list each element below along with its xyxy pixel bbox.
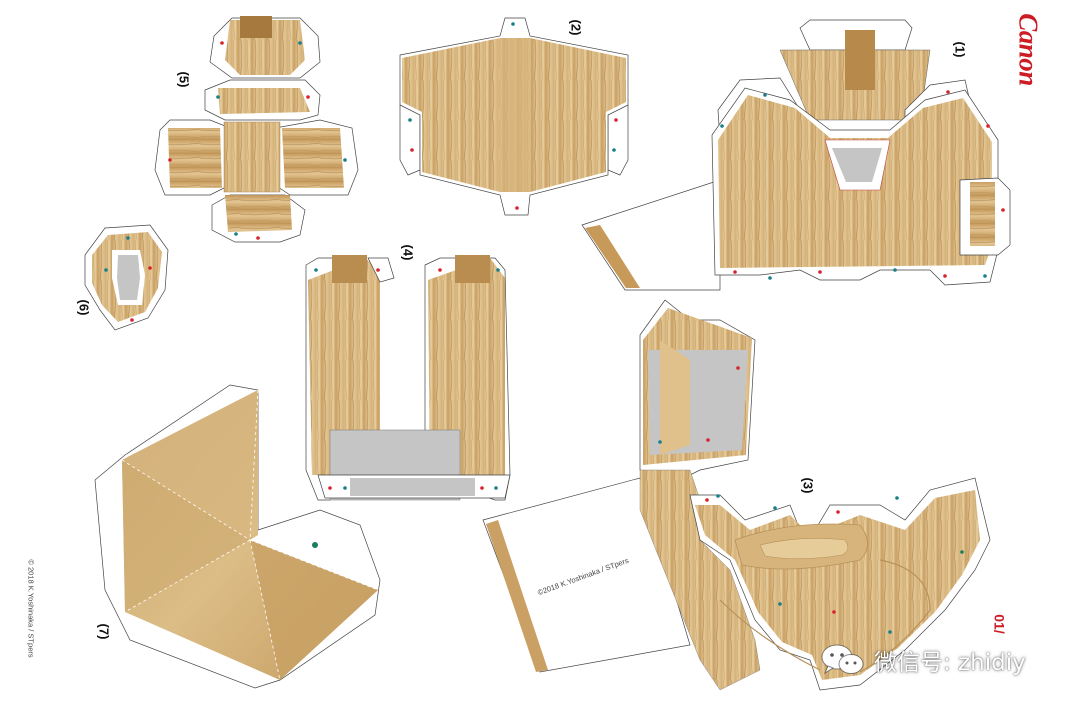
part-1 (581, 19, 1011, 291)
brand-logo: Canon (1013, 13, 1044, 86)
part-6 (84, 224, 169, 331)
part-label-5: (5) (176, 71, 192, 88)
part-label-6: (6) (76, 299, 92, 316)
part-label-2: (2) (568, 19, 584, 36)
part-label-4: (4) (400, 244, 416, 261)
part-3 (482, 299, 991, 691)
page-number: 01/ (991, 614, 1008, 634)
wechat-icon (820, 643, 866, 677)
part-2 (399, 17, 629, 216)
watermark: 微信号: zhidiy (820, 640, 1026, 680)
copyright-left: © 2018 K.Yoshinaka / STpers (26, 559, 36, 658)
watermark-text: 微信号: zhidiy (874, 650, 1026, 676)
part-7 (94, 384, 381, 689)
part-label-1: (1) (952, 41, 968, 58)
part-4 (305, 255, 511, 501)
part-label-7: (7) (96, 623, 112, 640)
part-label-3: (3) (800, 477, 816, 494)
part-5 (154, 16, 359, 243)
